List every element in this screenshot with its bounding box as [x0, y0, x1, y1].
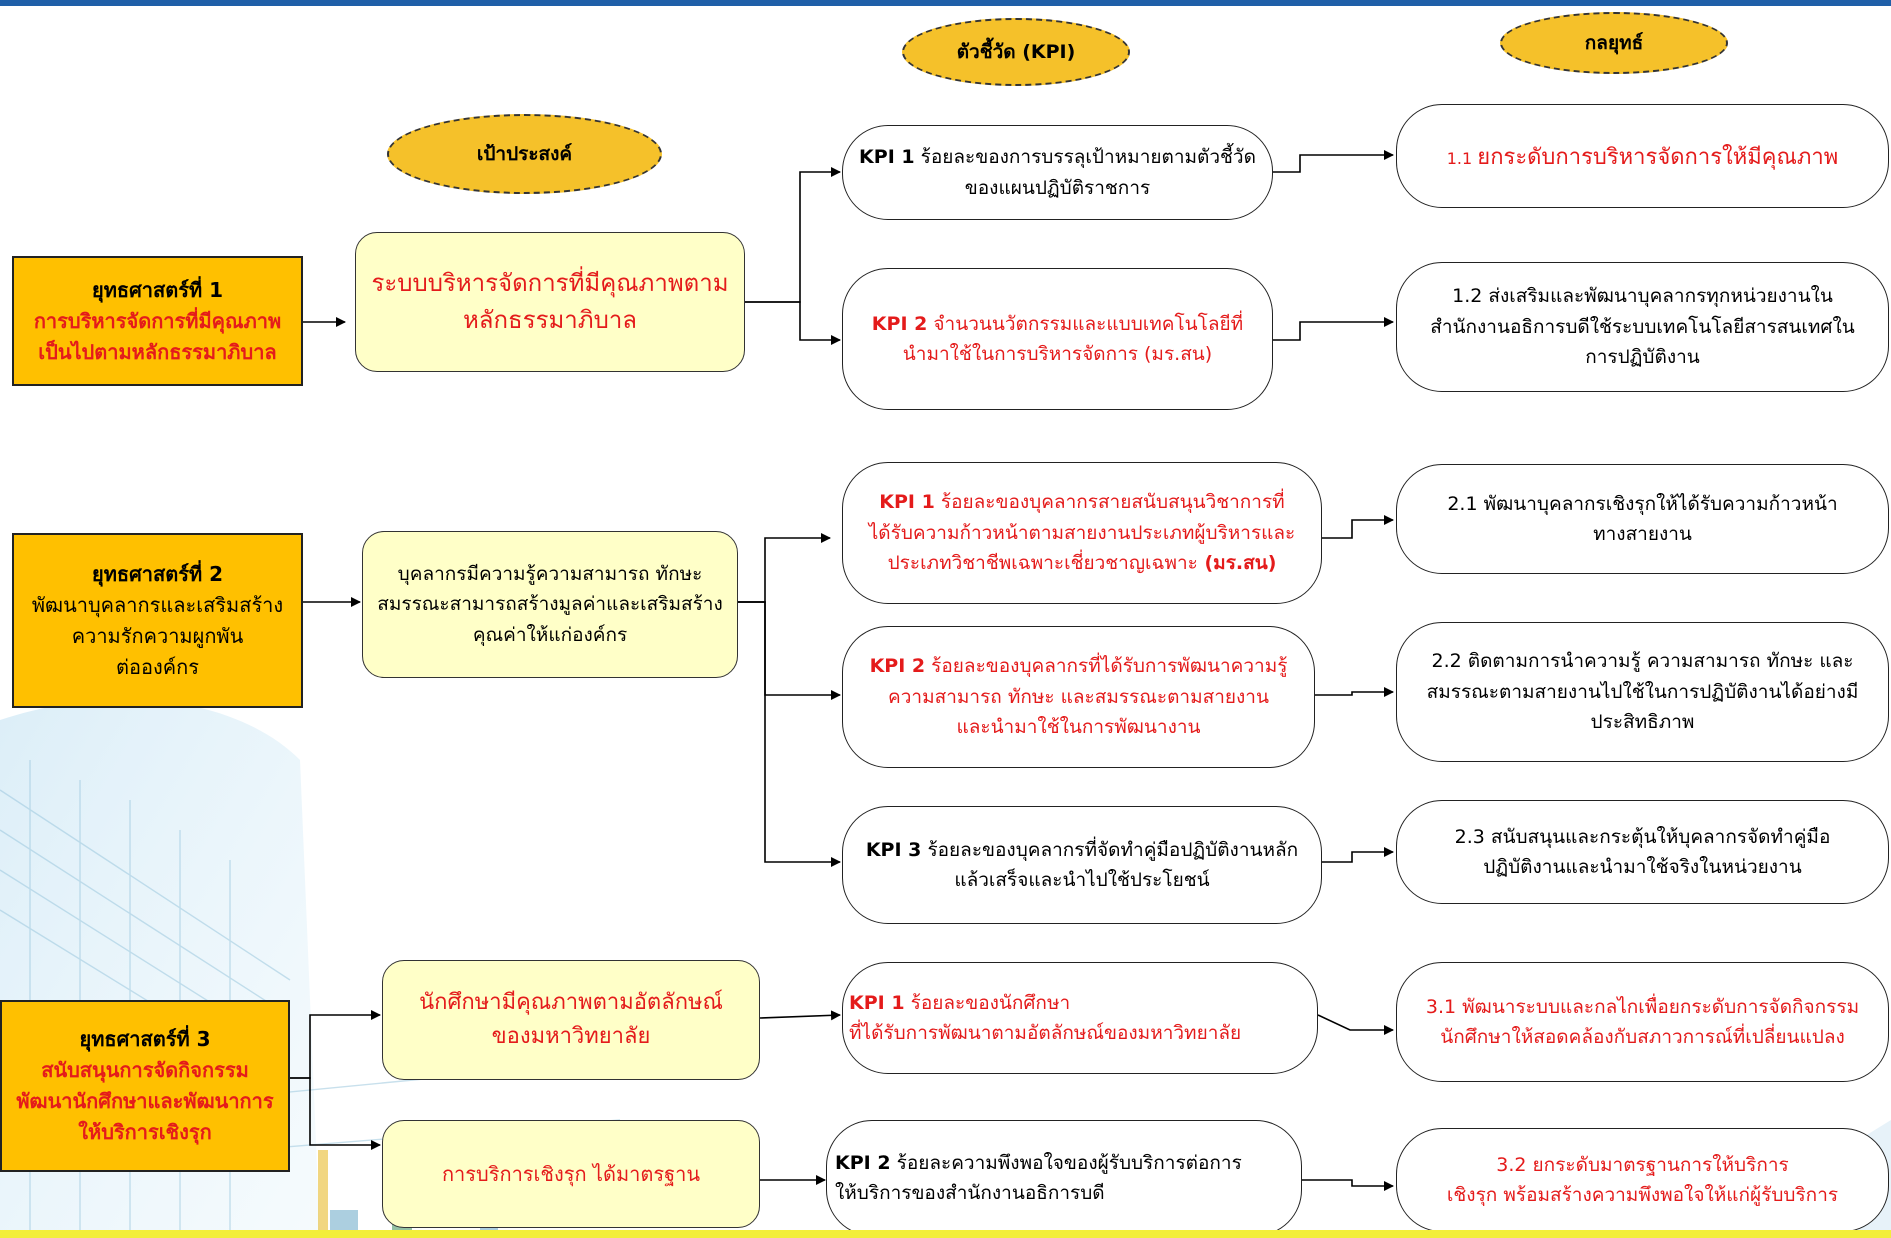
kpi-text: ร้อยละของบุคลากรสายสนับสนุนวิชาการที่	[940, 491, 1285, 514]
strategy-text: สำนักงานอธิการบดีใช้ระบบเทคโนโลยีสารสนเท…	[1430, 315, 1855, 338]
strategic-issue-line: ความรักความผูกพัน	[71, 623, 244, 648]
goal-line: การบริการเชิงรุก ได้มาตรฐาน	[441, 1161, 701, 1186]
header-goal-label: เป้าประสงค์	[476, 143, 573, 165]
goal-line: บุคลากรมีความรู้ความสามารถ ทักษะ	[397, 562, 703, 585]
kpi-text: ความสามารถ ทักษะ และสมรรณะตามสายงาน	[888, 685, 1269, 708]
kpi-text: ได้รับความก้าวหน้าตามสายงานประเภทผู้บริห…	[868, 521, 1296, 544]
strategic-issue-line: เป็นไปตามหลักธรรมาภิบาล	[38, 339, 277, 364]
strategy-text: ปฏิบัติงานและนำมาใช้จริงในหน่วยงาน	[1483, 856, 1802, 878]
goal-line: หลักธรรมาภิบาล	[462, 306, 638, 334]
goal-line: ระบบบริหารจัดการที่มีคุณภาพตาม	[371, 268, 729, 297]
strategy-text: ประสิทธิภาพ	[1590, 711, 1695, 734]
kpi-box-2-1: KPI 1 ร้อยละของบุคลากรสายสนับสนุนวิชาการ…	[842, 462, 1322, 604]
kpi-box-1-1: KPI 1 ร้อยละของการบรรลุเป้าหมายตามตัวชี้…	[842, 125, 1273, 220]
strategy-box-2-3: 2.3 สนับสนุนและกระตุ้นให้บุคลากรจัดทำคู่…	[1396, 800, 1889, 904]
top-accent-bar	[0, 0, 1891, 6]
kpi-box-2-2: KPI 2 ร้อยละของบุคลากรที่ได้รับการพัฒนาค…	[842, 626, 1315, 768]
kpi-box-2-3: KPI 3 ร้อยละของบุคลากรที่จัดทำคู่มือปฏิบ…	[842, 806, 1322, 924]
strategy-box-2-2: 2.2 ติดตามการนำความรู้ ความสามารถ ทักษะ …	[1396, 622, 1889, 762]
kpi-code: KPI 1	[859, 146, 915, 169]
strategy-box-3-2: 3.2 ยกระดับมาตรฐานการให้บริการ เชิงรุก พ…	[1396, 1128, 1889, 1232]
kpi-text: ที่ได้รับการพัฒนาตามอัตลักษณ์ของมหาวิทยา…	[849, 1022, 1242, 1044]
kpi-code: KPI 1	[849, 991, 905, 1014]
kpi-code: KPI 2	[871, 312, 928, 335]
kpi-text: จำนวนนวัตกรรมและแบบเทคโนโลยีที่	[933, 312, 1244, 335]
strategic-issue-2: ยุทธศาสตร์ที่ 2 พัฒนาบุคลากรและเสริมสร้า…	[12, 533, 303, 708]
strategy-box-1-1: 1.1 ยกระดับการบริหารจัดการให้มีคุณภาพ	[1396, 104, 1889, 208]
strategic-issue-line: พัฒนาบุคลากรและเสริมสร้าง	[31, 592, 284, 617]
strategy-box-2-1: 2.1 พัฒนาบุคลากรเชิงรุกให้ได้รับความก้าว…	[1396, 464, 1889, 574]
strategy-text: สมรรณะตามสายงานไปใช้ในการปฏิบัติงานได้อย…	[1426, 680, 1859, 703]
goal-4: การบริการเชิงรุก ได้มาตรฐาน	[382, 1120, 760, 1228]
strategic-issue-3: ยุทธศาสตร์ที่ 3 สนับสนุนการจัดกิจกรรม พั…	[0, 1000, 290, 1172]
kpi-code: KPI 3	[865, 838, 922, 861]
kpi-text: ร้อยละของนักศึกษา	[910, 991, 1071, 1014]
kpi-text: ร้อยละของบุคลากรที่ได้รับการพัฒนาความรู้	[931, 655, 1288, 678]
header-strategy: กลยุทธ์	[1500, 12, 1728, 74]
kpi-code: KPI 2	[835, 1151, 891, 1174]
header-goal: เป้าประสงค์	[387, 114, 662, 194]
strategic-issue-title: ยุทธศาสตร์ที่ 2	[91, 561, 224, 586]
kpi-text: และนำมาใช้ในการพัฒนางาน	[956, 716, 1201, 739]
strategy-text: 2.1 พัฒนาบุคลากรเชิงรุกให้ได้รับความก้าว…	[1447, 492, 1838, 515]
header-strategy-label: กลยุทธ์	[1584, 32, 1644, 54]
kpi-code: KPI 2	[869, 655, 926, 678]
kpi-text: ประเภทวิชาชีพเฉพาะเชี่ยวชาญเฉพาะ	[887, 552, 1198, 575]
kpi-text: ร้อยละของการบรรลุเป้าหมายตามตัวชี้วัด	[920, 146, 1256, 169]
strategic-issue-title: ยุทธศาสตร์ที่ 3	[79, 1027, 211, 1051]
strategy-text: 3.2 ยกระดับมาตรฐานการให้บริการ	[1496, 1153, 1789, 1176]
goal-line: ของมหาวิทยาลัย	[491, 1024, 651, 1049]
kpi-text: แล้วเสร็จและนำไปใช้ประโยชน์	[954, 869, 1210, 891]
bottom-accent-bar	[0, 1230, 1891, 1238]
goal-2: บุคลากรมีความรู้ความสามารถ ทักษะ สมรรณะส…	[362, 531, 738, 678]
header-kpi-label: ตัวชี้วัด (KPI)	[956, 41, 1076, 63]
strategy-text: 3.1 พัฒนาระบบและกลไกเพื่อยกระดับการจัดกิ…	[1425, 995, 1860, 1018]
goal-3: นักศึกษามีคุณภาพตามอัตลักษณ์ ของมหาวิทยา…	[382, 960, 760, 1080]
strategic-issue-line: สนับสนุนการจัดกิจกรรม	[41, 1058, 249, 1082]
strategic-issue-line: ให้บริการเชิงรุก	[78, 1120, 212, 1144]
kpi-text: นำมาใช้ในการบริหารจัดการ (มร.สน)	[902, 343, 1213, 365]
strategy-text: 2.3 สนับสนุนและกระตุ้นให้บุคลากรจัดทำคู่…	[1454, 825, 1831, 848]
kpi-text: ของแผนปฏิบัติราชการ	[964, 176, 1151, 199]
strategic-issue-1: ยุทธศาสตร์ที่ 1 การบริหารจัดการที่มีคุณภ…	[12, 256, 303, 386]
strategy-text: นักศึกษาให้สอดคล้องกับสภาวการณ์ที่เปลี่ย…	[1440, 1026, 1845, 1048]
strategy-text: การปฏิบัติงาน	[1585, 346, 1700, 369]
goal-1: ระบบบริหารจัดการที่มีคุณภาพตาม หลักธรรมา…	[355, 232, 745, 372]
strategy-box-3-1: 3.1 พัฒนาระบบและกลไกเพื่อยกระดับการจัดกิ…	[1396, 962, 1889, 1082]
strategic-issue-title: ยุทธศาสตร์ที่ 1	[91, 277, 224, 302]
kpi-suffix: (มร.สน)	[1197, 552, 1277, 575]
strategy-text: 2.2 ติดตามการนำความรู้ ความสามารถ ทักษะ …	[1431, 650, 1854, 673]
kpi-box-1-2: KPI 2 จำนวนนวัตกรรมและแบบเทคโนโลยีที่ นำ…	[842, 268, 1273, 410]
strategic-issue-line: พัฒนานักศึกษาและพัฒนาการ	[16, 1089, 274, 1113]
goal-line: นักศึกษามีคุณภาพตามอัตลักษณ์	[419, 989, 723, 1015]
strategy-box-1-2: 1.2 ส่งเสริมและพัฒนาบุคลากรทุกหน่วยงานใน…	[1396, 262, 1889, 392]
strategy-text: 1.2 ส่งเสริมและพัฒนาบุคลากรทุกหน่วยงานใน	[1452, 285, 1833, 308]
strategy-text: ยกระดับการบริหารจัดการให้มีคุณภาพ	[1477, 144, 1839, 170]
kpi-text: ร้อยละความพึงพอใจของผู้รับบริการต่อการ	[896, 1151, 1242, 1174]
strategy-code: 1.1	[1446, 148, 1473, 168]
strategic-issue-line: ต่อองค์กร	[115, 654, 199, 679]
header-kpi: ตัวชี้วัด (KPI)	[902, 18, 1130, 86]
kpi-text: ร้อยละของบุคลากรที่จัดทำคู่มือปฏิบัติงาน…	[927, 838, 1299, 861]
kpi-box-3-2: KPI 2 ร้อยละความพึงพอใจของผู้รับบริการต่…	[826, 1120, 1302, 1236]
strategic-issue-line: การบริหารจัดการที่มีคุณภาพ	[33, 308, 282, 333]
goal-line: สมรรณะสามารถสร้างมูลค่าและเสริมสร้าง	[377, 593, 723, 616]
kpi-code: KPI 1	[879, 491, 935, 514]
strategy-text: เชิงรุก พร้อมสร้างความพึงพอใจให้แก่ผู้รั…	[1446, 1184, 1839, 1206]
goal-line: คุณค่าให้แก่องค์กร	[472, 623, 628, 646]
strategy-text: ทางสายงาน	[1593, 523, 1692, 545]
kpi-box-3-1: KPI 1 ร้อยละของนักศึกษา ที่ได้รับการพัฒน…	[842, 962, 1318, 1074]
kpi-text: ให้บริการของสำนักงานอธิการบดี	[835, 1182, 1105, 1204]
